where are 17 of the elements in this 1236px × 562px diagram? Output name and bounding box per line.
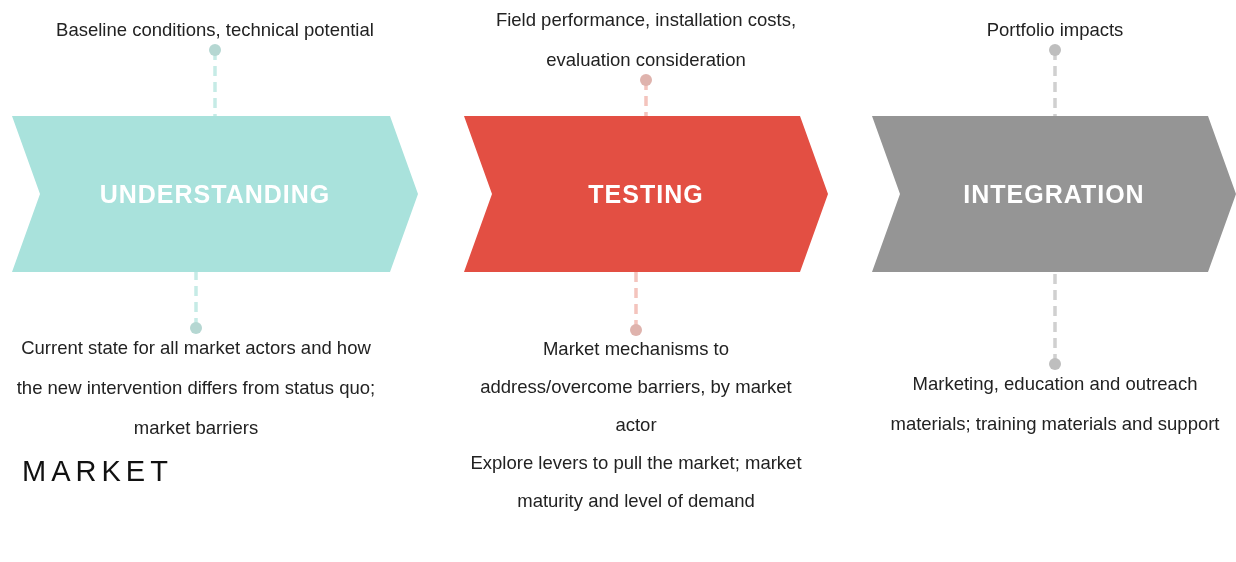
leader-line: [640, 74, 652, 116]
leader-line: [209, 44, 221, 116]
stage-title: UNDERSTANDING: [98, 179, 332, 209]
stage-title: TESTING: [587, 179, 705, 209]
stage-description: Baseline conditions, technical potential: [55, 18, 375, 42]
stage-description: Field performance, installation costs, evaluation consideration: [494, 8, 798, 72]
stage-description: Current state for all market actors and how the new intervention differs from status quo; market barriers: [15, 336, 377, 440]
stage-description: Market mechanisms to address/overcome barriers, by market actor: [479, 337, 793, 437]
leader-line: [1049, 272, 1061, 370]
stage-title: INTEGRATION: [962, 179, 1146, 209]
stage-description: Portfolio impacts: [985, 18, 1125, 42]
leader-line: [190, 272, 202, 334]
stage-description: Marketing, education and outreach materials; training materials and support: [889, 372, 1221, 436]
leader-line: [630, 272, 642, 336]
stage-description: Explore levers to pull the market; market maturity and level of demand: [469, 451, 803, 513]
section-label: MARKET: [22, 455, 173, 488]
leader-line: [1049, 44, 1061, 116]
